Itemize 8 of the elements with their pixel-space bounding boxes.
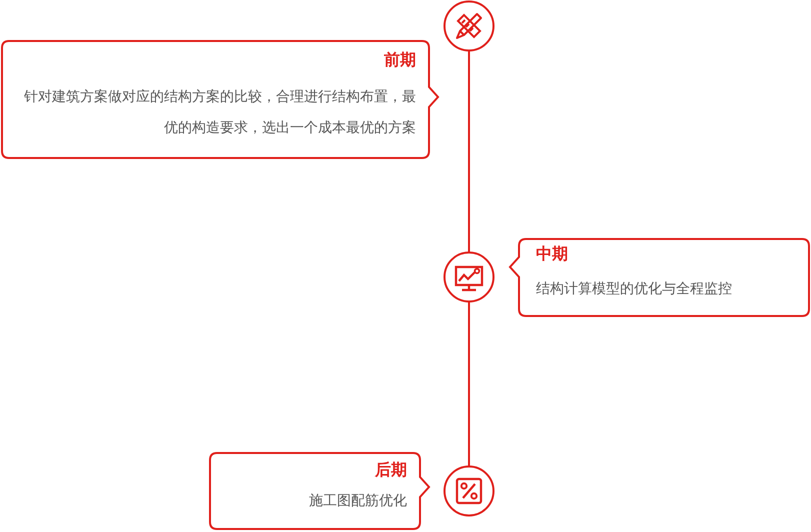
stage-description: 针对建筑方案做对应的结构方案的比较，合理进行结构布置，最优的构造要求，选出一个成本最优的方案 [23,88,416,138]
timeline-line [468,302,470,466]
stage-description: 结构计算模型的优化与全程监控 [536,280,733,299]
stage-description: 施工图配筋优化 [308,492,407,511]
stage-heading: 后期 [374,460,407,480]
stage-heading: 中期 [536,244,569,264]
timeline-line [468,51,470,252]
stage-heading: 前期 [383,50,416,70]
